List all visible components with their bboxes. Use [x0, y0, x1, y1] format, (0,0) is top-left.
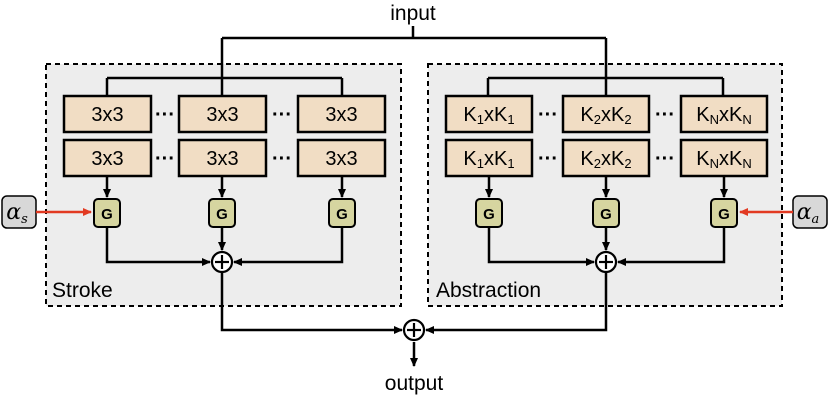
input-wiring	[105, 26, 725, 98]
abstraction-conv-row-1: K1xK1 K2xK2 KNxKN	[444, 94, 769, 134]
abstraction-conv-block	[444, 138, 534, 178]
stroke-sum-wiring	[105, 227, 344, 266]
stroke-conv-block	[62, 138, 153, 178]
abstraction-conv-block	[561, 94, 651, 134]
output-sum-node	[402, 318, 426, 342]
alpha-s: αs	[1, 195, 92, 229]
stroke-conv-label: 3x3	[325, 104, 357, 126]
stroke-conv-row-1: 3x3 3x3 3x3	[62, 94, 387, 134]
stroke-conv-label: 3x3	[325, 148, 357, 170]
stroke-conv-block	[177, 94, 268, 134]
abstraction-conv-label: K1xK1	[463, 104, 514, 127]
abstraction-conv-label: K1xK1	[463, 148, 514, 171]
ellipsis: ···	[272, 148, 292, 170]
abstraction-conv-label: KNxKN	[696, 148, 751, 171]
abstraction-conv-block	[444, 94, 534, 134]
alpha-a: αa	[739, 195, 828, 229]
stroke-conv-block	[296, 94, 387, 134]
stroke-conv-label: 3x3	[91, 148, 123, 170]
alpha-s-label: αs	[6, 200, 28, 227]
ellipsis: ···	[655, 104, 675, 126]
stroke-conv-block	[296, 138, 387, 178]
ellipsis: ···	[155, 148, 175, 170]
output-label: output	[385, 372, 444, 395]
alpha-a-label: αa	[797, 200, 820, 227]
gate-label: G	[336, 206, 348, 223]
abstraction-sum-node	[594, 250, 618, 274]
stroke-conv-row-2: 3x3 3x3 3x3	[62, 138, 387, 178]
abstraction-conv-label: KNxKN	[696, 104, 751, 127]
abstraction-gates: G G G	[475, 198, 738, 228]
gate-label: G	[216, 206, 228, 223]
ellipsis: ···	[538, 104, 558, 126]
ellipses: ··· ··· ··· ··· ··· ··· ··· ···	[155, 104, 675, 170]
stroke-sum-node	[210, 250, 234, 274]
stroke-conv-label: 3x3	[206, 104, 238, 126]
conv-to-gate-arrows	[103, 176, 728, 198]
abstraction-conv-label: K2xK2	[580, 148, 631, 171]
gate-label: G	[101, 206, 113, 223]
gate-label: G	[483, 206, 495, 223]
abstraction-conv-label: K2xK2	[580, 104, 631, 127]
abstraction-conv-block	[679, 94, 769, 134]
stroke-conv-label: 3x3	[206, 148, 238, 170]
stroke-conv-label: 3x3	[91, 104, 123, 126]
abstraction-label: Abstraction	[436, 279, 541, 302]
abstraction-conv-row-2: K1xK1 K2xK2 KNxKN	[444, 138, 769, 178]
ellipsis: ···	[538, 148, 558, 170]
ellipsis: ···	[155, 104, 175, 126]
abstraction-conv-block	[679, 138, 769, 178]
ellipsis: ···	[655, 148, 675, 170]
abstraction-sum-wiring	[487, 227, 726, 266]
gate-label: G	[600, 206, 612, 223]
ellipsis: ···	[272, 104, 292, 126]
input-label: input	[390, 2, 436, 25]
output-wiring	[220, 272, 608, 367]
stroke-label: Stroke	[52, 279, 113, 302]
gate-label: G	[718, 206, 730, 223]
stroke-conv-block	[177, 138, 268, 178]
stroke-conv-block	[62, 94, 153, 134]
